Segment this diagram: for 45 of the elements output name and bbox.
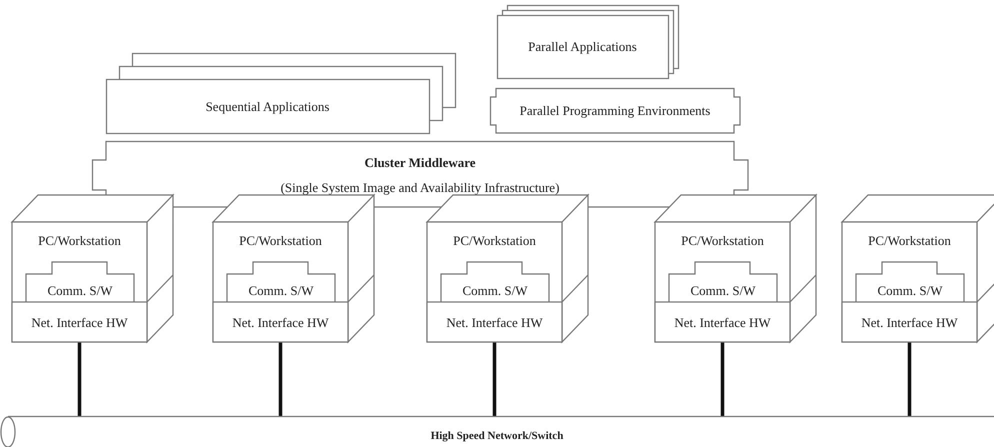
workstation-cube [842,195,994,342]
software-block [856,262,964,302]
workstation-cube [427,195,588,342]
interface-box [427,302,562,342]
connector-line [720,342,724,416]
node-label: PC/Workstation [238,232,323,248]
node-label: Comm. S/W [46,282,114,298]
workstation-cube [655,195,816,342]
node-label: Parallel Applications [527,39,638,54]
node-label: Comm. S/W [247,282,314,298]
node-label: Parallel Programming Environments [518,103,712,118]
heading-label: Cluster Middleware [363,154,477,170]
node-label: PC/Workstation [37,232,122,248]
interface-box [213,302,348,342]
application-stack [106,53,456,133]
connector-line [78,342,82,416]
layer-box [490,88,740,133]
node-label: PC/Workstation [867,232,952,248]
connector-line [492,342,496,416]
application-stack [497,5,678,78]
connector-line [278,342,282,416]
node-label: Net. Interface HW [30,314,129,330]
node-label: Sequential Applications [204,98,330,114]
software-block [441,262,549,302]
software-block [26,262,134,302]
node-label: (Single System Image and Availability Infrastructure) [280,180,560,194]
workstation-cube [12,195,173,342]
workstation-cube [213,195,374,342]
interface-box [655,302,790,342]
software-block [227,262,335,302]
software-block [669,262,777,302]
network-cylinder [0,416,994,447]
node-label: Comm. S/W [461,282,528,298]
node-label: Net. Interface HW [445,314,544,330]
interface-box [12,302,147,342]
node-label: Net. Interface HW [860,314,959,330]
node-label: PC/Workstation [680,232,765,248]
connector-line [908,342,912,416]
node-label: PC/Workstation [452,232,537,248]
interface-box [842,302,977,342]
node-label: Net. Interface HW [673,314,772,330]
node-label: Comm. S/W [689,282,756,298]
node-label: Net. Interface HW [231,314,330,330]
heading-label: High Speed Network/Switch [430,428,564,444]
node-label: Comm. S/W [876,282,944,298]
